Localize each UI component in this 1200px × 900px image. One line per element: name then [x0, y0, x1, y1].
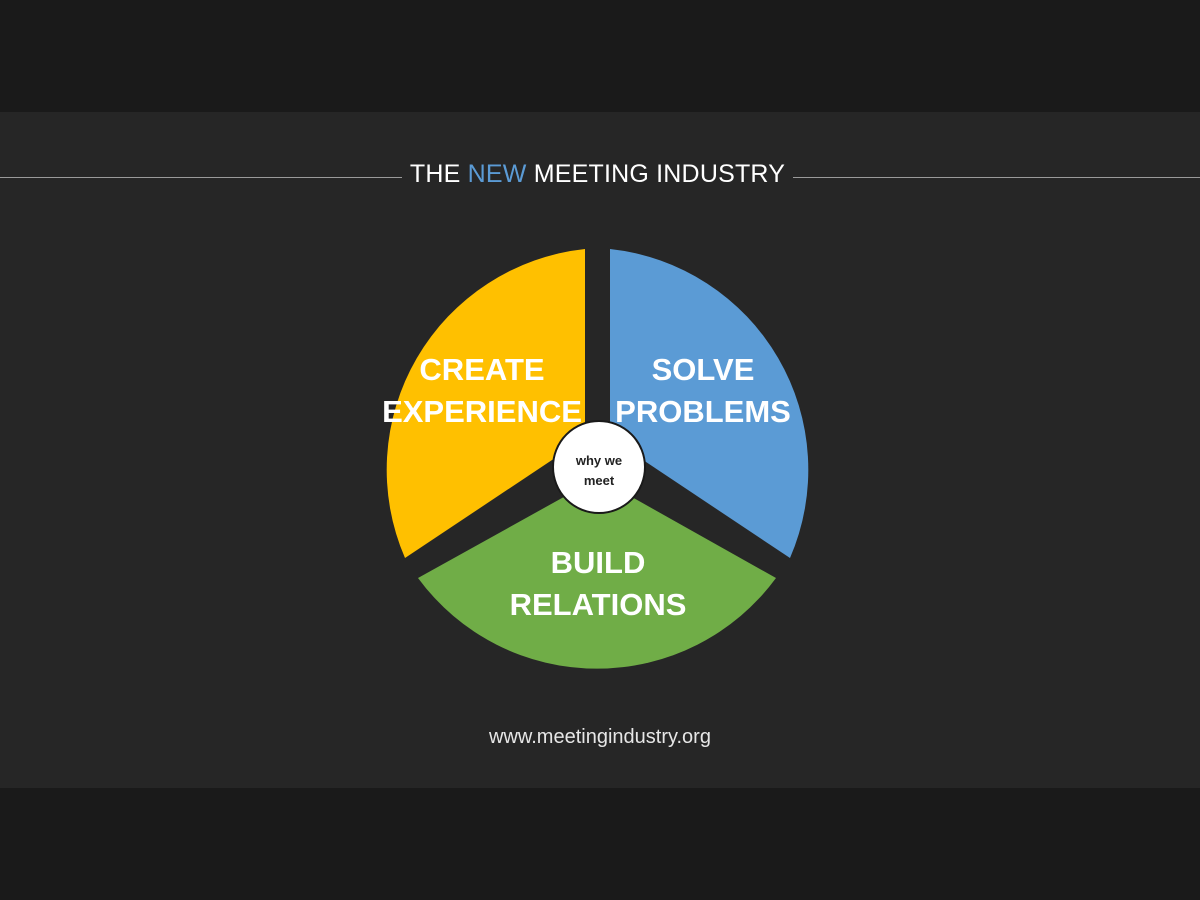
title-text-before: THE [409, 160, 468, 188]
title-text-accent: NEW [467, 160, 527, 188]
hub-label-line1: why we [575, 453, 622, 468]
slide: THE NEW MEETING INDUSTRY SOLVE PROBLEMS … [0, 112, 1200, 788]
footer-url: www.meetingindustry.org [489, 726, 711, 748]
segment-label-build-line1: BUILD [551, 545, 646, 580]
hub-circle [552, 420, 646, 514]
segment-create-experience [386, 249, 585, 558]
segment-label-create-line2: EXPERIENCE [382, 394, 582, 429]
segment-label-solve-line2: PROBLEMS [615, 394, 791, 429]
why-we-meet-diagram: SOLVE PROBLEMS BUILD RELATIONS CREATE EX… [382, 249, 809, 669]
segment-build-relations [418, 478, 776, 669]
slide-title: THE NEW MEETING INDUSTRY [402, 160, 793, 189]
title-rule-right [793, 177, 1200, 178]
hub-label-line2: meet [584, 473, 615, 488]
title-text-after: MEETING INDUSTRY [526, 160, 786, 188]
letterbox-bottom [0, 788, 1200, 900]
letterbox-top [0, 0, 1200, 112]
segment-label-build-line2: RELATIONS [510, 587, 687, 622]
segment-solve-problems [610, 249, 809, 558]
segment-label-create-line1: CREATE [419, 352, 544, 387]
segment-label-solve-line1: SOLVE [652, 352, 755, 387]
title-rule-left [0, 177, 402, 178]
